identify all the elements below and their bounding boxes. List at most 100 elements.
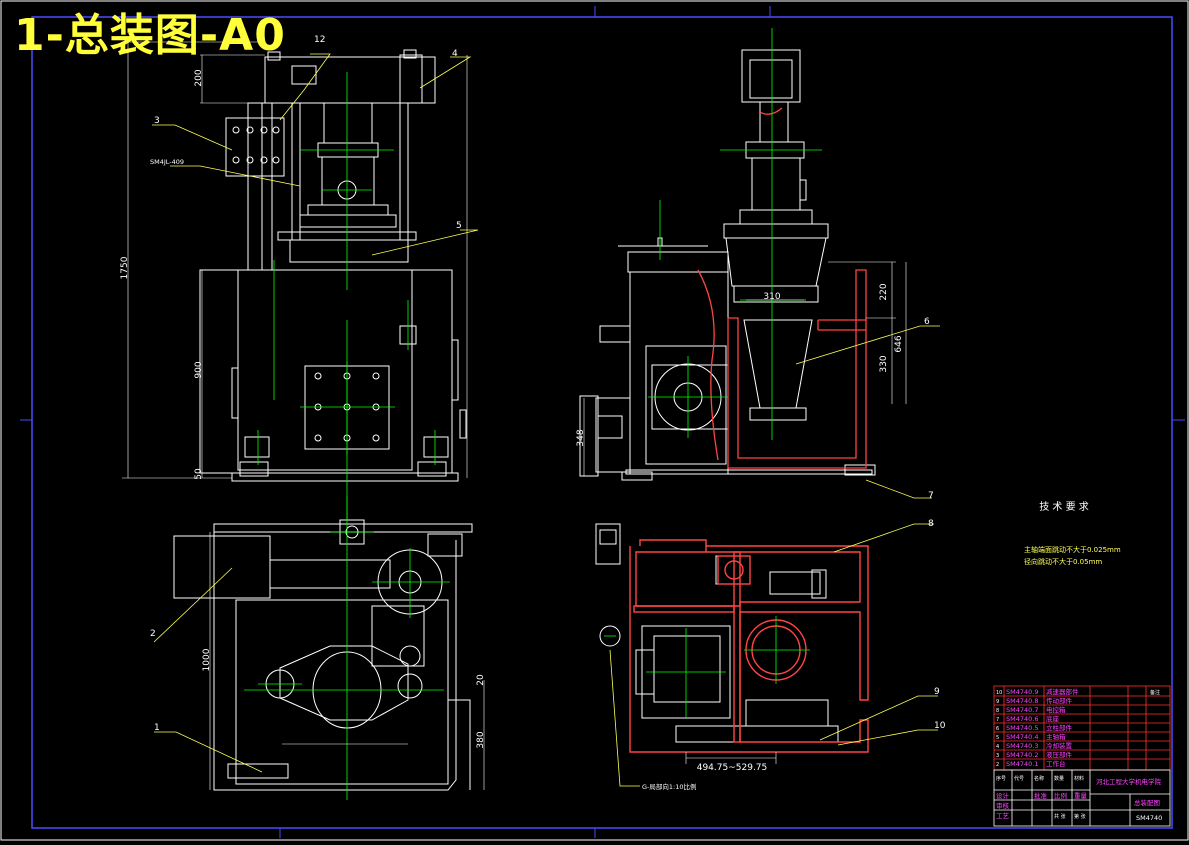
bom-row: 6 SM4740.5 立柱部件 [996,723,1073,732]
section-view-hull [629,539,869,753]
callout-12: 12 [314,35,325,45]
bom-row: 10 SM4740.9 减速器部件 [996,687,1079,696]
title-block [993,769,1171,827]
dim-20: 20 [476,674,486,686]
bom-code: SM4740.4 [1006,733,1038,741]
note-bottom: G-局部向1:10比例 [642,782,696,791]
dimension-texts: 1750 200 900 50 1000 380 20 220 330 646 … [120,69,904,773]
plan-view-centerlines [244,496,450,800]
bom-no: 3 [996,753,999,759]
bom-name: 减速器部件 [1046,687,1079,696]
callout-1: 1 [154,723,160,733]
tb-drawing-name: 总装配图 [1134,798,1160,807]
section-view-dimensions [685,752,777,764]
tb-weight: 重量 [1074,792,1088,800]
callout-4: 4 [452,49,458,59]
dim-1000: 1000 [202,648,212,671]
dim-330: 330 [879,355,889,372]
bom-row: 7 SM4740.6 底座 [996,714,1060,723]
bom-name: 底座 [1046,714,1060,723]
dim-380: 380 [476,731,486,748]
side-view-section [697,107,867,469]
bom-footer-name: 名称 [1034,775,1044,782]
bom-row: 2 SM4740.1 工作台 [996,759,1066,768]
bom-row: 3 SM4740.2 液压部件 [996,750,1073,759]
sheet-title: 1-总装图-A0 [14,10,286,61]
callout-7: 7 [928,491,934,501]
bom-no: 7 [996,717,999,723]
bom-footer-no: 序号 [996,775,1006,782]
bom-footer-remark: 备注 [1150,689,1160,696]
dim-220: 220 [879,283,889,300]
bom-row: 4 SM4740.3 冷却装置 [996,741,1073,750]
callout-3: 3 [154,116,160,126]
dim-50: 50 [194,468,204,480]
tb-sheets: 共 张 [1054,813,1066,820]
tb-process: 工艺 [996,812,1010,820]
bom-name: 传动部件 [1046,696,1073,705]
bom-code: SM4740.8 [1006,697,1038,705]
bom-table [993,685,1171,771]
bom-name: 工作台 [1046,759,1066,768]
tb-sheet-no: 第 张 [1074,813,1086,820]
bom-footer-material: 材料 [1074,775,1084,782]
bom-code: SM4740.7 [1006,706,1038,714]
bom-no: 9 [996,699,999,705]
bom-code: SM4740.5 [1006,724,1038,732]
bom-code: SM4740.3 [1006,742,1038,750]
note-left: SM4JL-409 [150,158,184,166]
bom-no: 6 [996,726,999,732]
dim-348: 348 [576,429,586,446]
tb-drawing-code: SM4740 [1136,814,1162,822]
bom-no: 10 [996,690,1002,696]
front-view [199,49,467,482]
bom-rows: 10 SM4740.9 减速器部件 9 SM4740.8 传动部件 8 SM47… [996,687,1162,822]
part-callouts: 1 2 3 4 5 6 7 8 9 10 12 [150,35,946,733]
bom-no: 8 [996,708,999,714]
callout-8: 8 [928,519,934,529]
bom-row: 8 SM4740.7 电控箱 [996,705,1066,714]
bom-name: 冷却装置 [1046,741,1073,750]
bom-row: 9 SM4740.8 传动部件 [996,696,1073,705]
side-view-centerlines [648,28,822,440]
bom-name: 主轴箱 [1046,732,1066,741]
plan-view [173,519,473,791]
side-view-dimensions [583,261,907,476]
bom-footer-code: 代号 [1014,775,1024,782]
bom-code: SM4740.2 [1006,751,1038,759]
dim-1750: 1750 [120,256,130,279]
technical-requirements: 技 术 要 求 主轴端面跳动不大于0.025mm 径向跳动不大于0.05mm [1024,500,1121,566]
tb-checker: 审核 [996,801,1010,810]
annotations: SM4JL-409 G-局部向1:10比例 [150,158,696,791]
bom-code: SM4740.6 [1006,715,1038,723]
front-view-dimensions [122,41,468,479]
bom-no: 4 [996,744,999,750]
dim-200: 200 [194,69,204,86]
bom-footer-qty: 数量 [1054,775,1064,782]
dim-range: 494.75~529.75 [697,763,768,773]
bom-code: SM4740.1 [1006,760,1038,768]
bom-name: 电控箱 [1046,705,1066,714]
tb-school: 河北工程大学机电学院 [1096,777,1162,786]
bom-row: 5 SM4740.4 主轴箱 [996,732,1066,741]
section-view [595,523,839,743]
bom-name: 立柱部件 [1046,723,1073,732]
tb-scale: 比例 [1054,791,1067,800]
bom-no: 2 [996,762,999,768]
callout-10: 10 [934,721,946,731]
callout-6: 6 [924,317,930,327]
leader-lines [152,53,940,787]
tech-req-heading: 技 术 要 求 [1039,500,1089,513]
plan-view-dimensions [209,532,485,790]
dim-310: 310 [763,292,780,302]
front-view-centerlines [257,72,436,520]
dim-646: 646 [894,335,904,352]
bom-code: SM4740.9 [1006,688,1038,696]
callout-2: 2 [150,629,156,639]
tech-req-line-2: 径向跳动不大于0.05mm [1024,557,1102,566]
callout-9: 9 [934,687,940,697]
bom-no: 5 [996,735,999,741]
